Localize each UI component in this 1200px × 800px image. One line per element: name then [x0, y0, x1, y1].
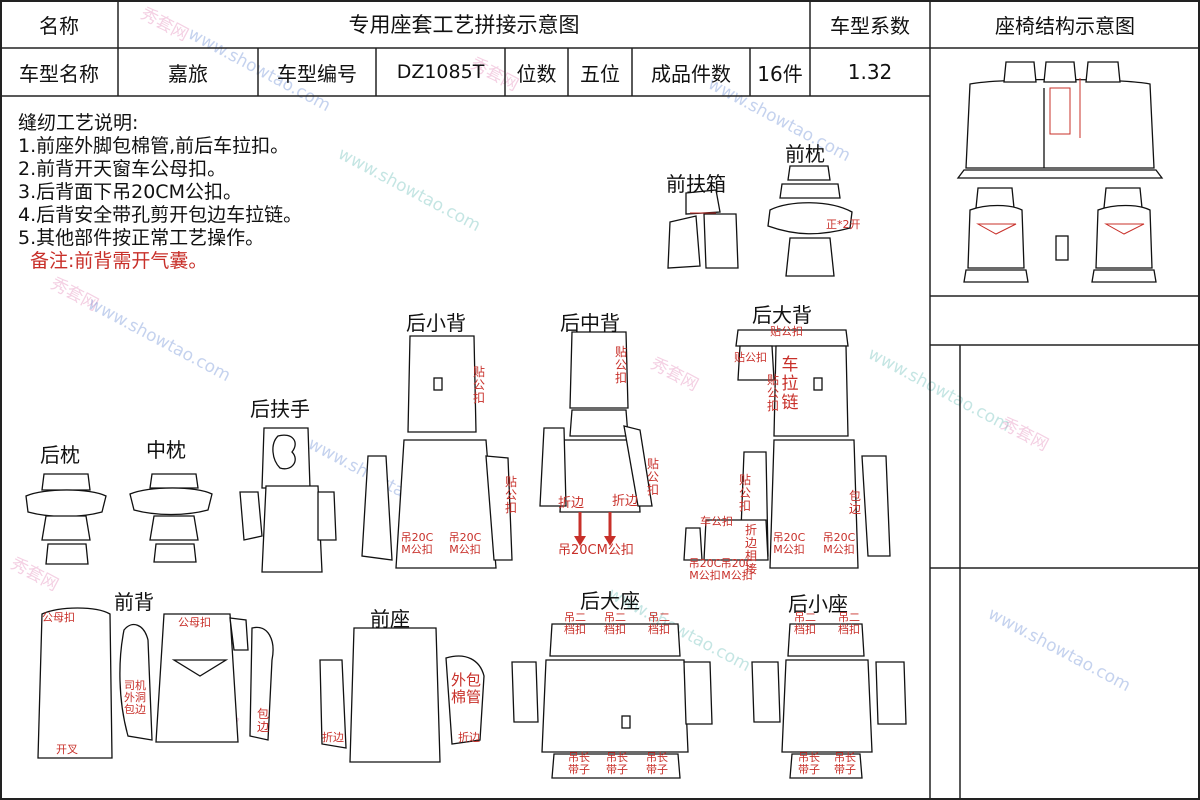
anno-hang-20cm: 吊20CM公扣 [772, 531, 806, 556]
anno-outer-hole: 司机外洞包边 [124, 679, 146, 716]
front-seat-pieces [319, 627, 485, 763]
anno-paste-male: 贴公扣 [614, 345, 627, 385]
anno-male-female: 公母扣 [42, 611, 75, 624]
anno-wrap-edge: 包边 [848, 489, 861, 516]
model-name-label: 车型名称 [19, 61, 99, 86]
rear-middle-back-pieces [539, 331, 653, 546]
seats-label: 位数 [516, 61, 557, 86]
label-front-armrest-box: 前扶箱 [666, 172, 726, 196]
pieces-label: 成品件数 [651, 61, 731, 86]
label-rear-middle-back: 后中背 [560, 311, 620, 335]
label-rear-armrest: 后扶手 [250, 397, 310, 421]
anno-male-female: 公母扣 [178, 616, 211, 629]
anno-hang-buckle: 吊二档扣 [564, 611, 586, 636]
anno-paste-male: 贴公扣 [646, 457, 659, 497]
model-no-label: 车型编号 [277, 61, 357, 86]
anno-hang-20cm: 吊20CM公扣 [720, 557, 754, 582]
coef-value: 1.32 [847, 60, 893, 84]
anno-fold-edge: 折边 [322, 731, 344, 744]
name-label: 名称 [39, 13, 79, 38]
rear-large-back-pieces [683, 329, 891, 569]
anno-zipper: 车拉链 [781, 355, 799, 413]
note-remark: 备注:前背需开气囊。 [30, 250, 208, 272]
anno-hang-buckle: 吊二档扣 [794, 611, 816, 636]
middle-headrest-pieces [129, 473, 213, 563]
rear-large-seat-pieces [511, 623, 713, 779]
anno-hang-20cm: 吊20CM公扣 [688, 557, 722, 582]
label-front-headrest: 前枕 [785, 142, 825, 166]
anno-hang-20cm: 吊20CM公扣 [822, 531, 856, 556]
pieces: 16件 [757, 61, 803, 86]
pattern-pieces [25, 165, 907, 779]
front-back-pieces [37, 607, 274, 759]
anno-front-headrest: 正*2开 [826, 218, 861, 231]
anno-paste-male: 贴公扣 [734, 351, 767, 364]
rear-small-back-pieces [361, 335, 513, 569]
note-item: 1.前座外脚包棉管,前后车拉扣。 [18, 135, 290, 157]
label-rear-small-seat: 后小座 [788, 592, 848, 616]
structure-label: 座椅结构示意图 [995, 13, 1135, 38]
note-item: 4.后背安全带孔剪开包边车拉链。 [18, 204, 303, 226]
anno-paste-male: 贴公扣 [504, 475, 517, 515]
anno-fold-edge: 折边 [458, 731, 480, 744]
model-name: 嘉旅 [168, 61, 208, 86]
label-rear-large-seat: 后大座 [580, 589, 640, 613]
anno-paste-male: 贴公扣 [738, 473, 751, 513]
rear-headrest-pieces [25, 473, 107, 565]
seats: 五位 [580, 61, 620, 86]
anno-wrap-edge: 包边 [256, 707, 269, 734]
anno-fold-join: 折边相接 [744, 523, 757, 576]
front-seat-left [963, 187, 1029, 283]
front-armrest-box-pieces [667, 189, 739, 269]
anno-paste-male: 贴公扣 [770, 325, 803, 338]
anno-slit: 开叉 [56, 743, 78, 756]
anno-hang-20cm: 吊20CM公扣 [400, 531, 434, 556]
label-middle-headrest: 中枕 [146, 438, 186, 462]
anno-paste-male: 贴公扣 [766, 373, 779, 413]
anno-hang-buckle: 吊二档扣 [838, 611, 860, 636]
label-front-back: 前背 [114, 590, 154, 614]
rear-small-seat-pieces [751, 623, 907, 779]
sewing-notes: 缝纫工艺说明: 1.前座外脚包棉管,前后车拉扣。 2.前背开天窗车公母扣。 3.… [18, 112, 302, 273]
anno-fold-edge: 折边 [612, 494, 639, 509]
rear-bench [956, 61, 1164, 179]
anno-long-strap: 吊长带子 [606, 751, 628, 776]
seat-structure-sketch [956, 61, 1164, 283]
note-item: 5.其他部件按正常工艺操作。 [18, 227, 265, 249]
front-headrest-pieces [767, 165, 853, 277]
anno-long-strap: 吊长带子 [798, 751, 820, 776]
anno-long-strap: 吊长带子 [646, 751, 668, 776]
anno-hang-buckle: 吊二档扣 [604, 611, 626, 636]
page-title: 专用座套工艺拼接示意图 [348, 13, 580, 37]
anno-hang-buckle: 吊二档扣 [648, 611, 670, 636]
coef-label: 车型系数 [830, 13, 910, 38]
anno-car-male: 车公扣 [700, 515, 733, 528]
anno-long-strap: 吊长带子 [568, 751, 590, 776]
label-front-seat: 前座 [370, 607, 410, 631]
anno-outer-wrap-cotton: 外包棉管 [450, 671, 481, 706]
note-item: 2.前背开天窗车公母扣。 [18, 158, 227, 180]
rear-armrest-pieces [239, 427, 337, 573]
anno-hang-20cm: 吊20CM公扣 [448, 531, 482, 556]
label-rear-headrest: 后枕 [40, 443, 80, 467]
front-seat-right [1091, 187, 1157, 283]
notes-heading: 缝纫工艺说明: [18, 112, 139, 134]
anno-paste-male: 贴公扣 [472, 365, 485, 405]
anno-long-strap: 吊长带子 [834, 751, 856, 776]
model-no: DZ1085T [396, 61, 485, 83]
anno-fold-edge: 折边 [558, 496, 585, 511]
label-rear-small-back: 后小背 [406, 311, 466, 335]
label-rear-large-back: 后大背 [752, 303, 812, 327]
note-item: 3.后背面下吊20CM公扣。 [18, 181, 242, 203]
anno-hang-20cm-main: 吊20CM公扣 [558, 543, 634, 558]
